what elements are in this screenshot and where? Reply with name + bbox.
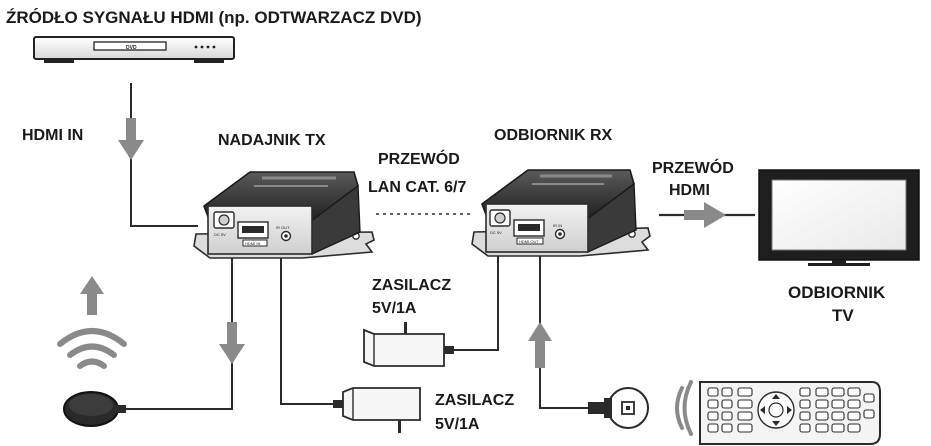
- psu-tx-label-line1: ZASILACZ: [435, 392, 514, 409]
- power-adapter-icon-tx: [333, 387, 421, 433]
- rx-label: ODBIORNIK RX: [494, 127, 613, 144]
- remote-control-icon: [699, 381, 881, 445]
- dvd-text: DVD: [126, 45, 137, 51]
- rx-dc-label: DC 5V: [490, 230, 502, 235]
- rx-port-label: HDMI OUT: [519, 239, 539, 244]
- receiver-rx-unit: DC 5V HDMI OUT IR IN: [471, 169, 651, 257]
- hdmi-cable-label-line2: HDMI: [669, 182, 710, 199]
- tv-label-line1: ODBIORNIK: [788, 283, 886, 302]
- hdmi-cable-label-line1: PRZEWÓD: [652, 158, 734, 177]
- flow-arrows: [80, 118, 726, 368]
- hdmi-in-wire: [130, 83, 198, 227]
- ir-signal-waves-icon: [675, 380, 693, 436]
- arrow-down-hdmi-in: [118, 118, 144, 160]
- hdmi-in-label: HDMI IN: [22, 127, 83, 144]
- lan-label-line1: PRZEWÓD: [378, 149, 460, 168]
- arrow-up-rx-ir: [528, 322, 552, 368]
- lan-label-line2: LAN CAT. 6/7: [368, 179, 466, 196]
- wifi-signal-icon: [57, 328, 127, 369]
- ir-emitter-icon: [588, 387, 649, 429]
- tx-ir-label: IR OUT: [276, 225, 290, 230]
- dvd-player-icon: DVD: [33, 36, 235, 63]
- transmitter-tx-unit: DC 5V HDMI IN IR OUT: [193, 171, 375, 259]
- arrow-down-ir: [219, 322, 245, 364]
- tx-power-wire: [280, 254, 343, 405]
- source-label: ŹRÓDŁO SYGNAŁU HDMI (np. ODTWARZACZ DVD): [6, 8, 422, 27]
- rx-power-wire: [444, 245, 499, 351]
- ir-receiver-icon: [63, 391, 126, 427]
- tv-label-line2: TV: [832, 306, 854, 325]
- ir-receiver-wire: [118, 252, 233, 410]
- tx-label: NADAJNIK TX: [218, 132, 326, 149]
- arrow-up-ir: [80, 276, 104, 315]
- psu-rx-label-line2: 5V/1A: [372, 300, 417, 317]
- tx-dc-label: DC 5V: [214, 232, 226, 237]
- arrow-right-hdmi-out: [684, 202, 726, 228]
- tv-icon: [758, 169, 920, 266]
- power-adapter-icon: [363, 322, 454, 367]
- psu-rx-label-line1: ZASILACZ: [372, 277, 451, 294]
- tx-port-label: HDMI IN: [245, 241, 260, 246]
- rx-ir-label: IR IN: [553, 223, 562, 228]
- ir-emitter-wire: [539, 245, 590, 409]
- psu-tx-label-line2: 5V/1A: [435, 416, 480, 433]
